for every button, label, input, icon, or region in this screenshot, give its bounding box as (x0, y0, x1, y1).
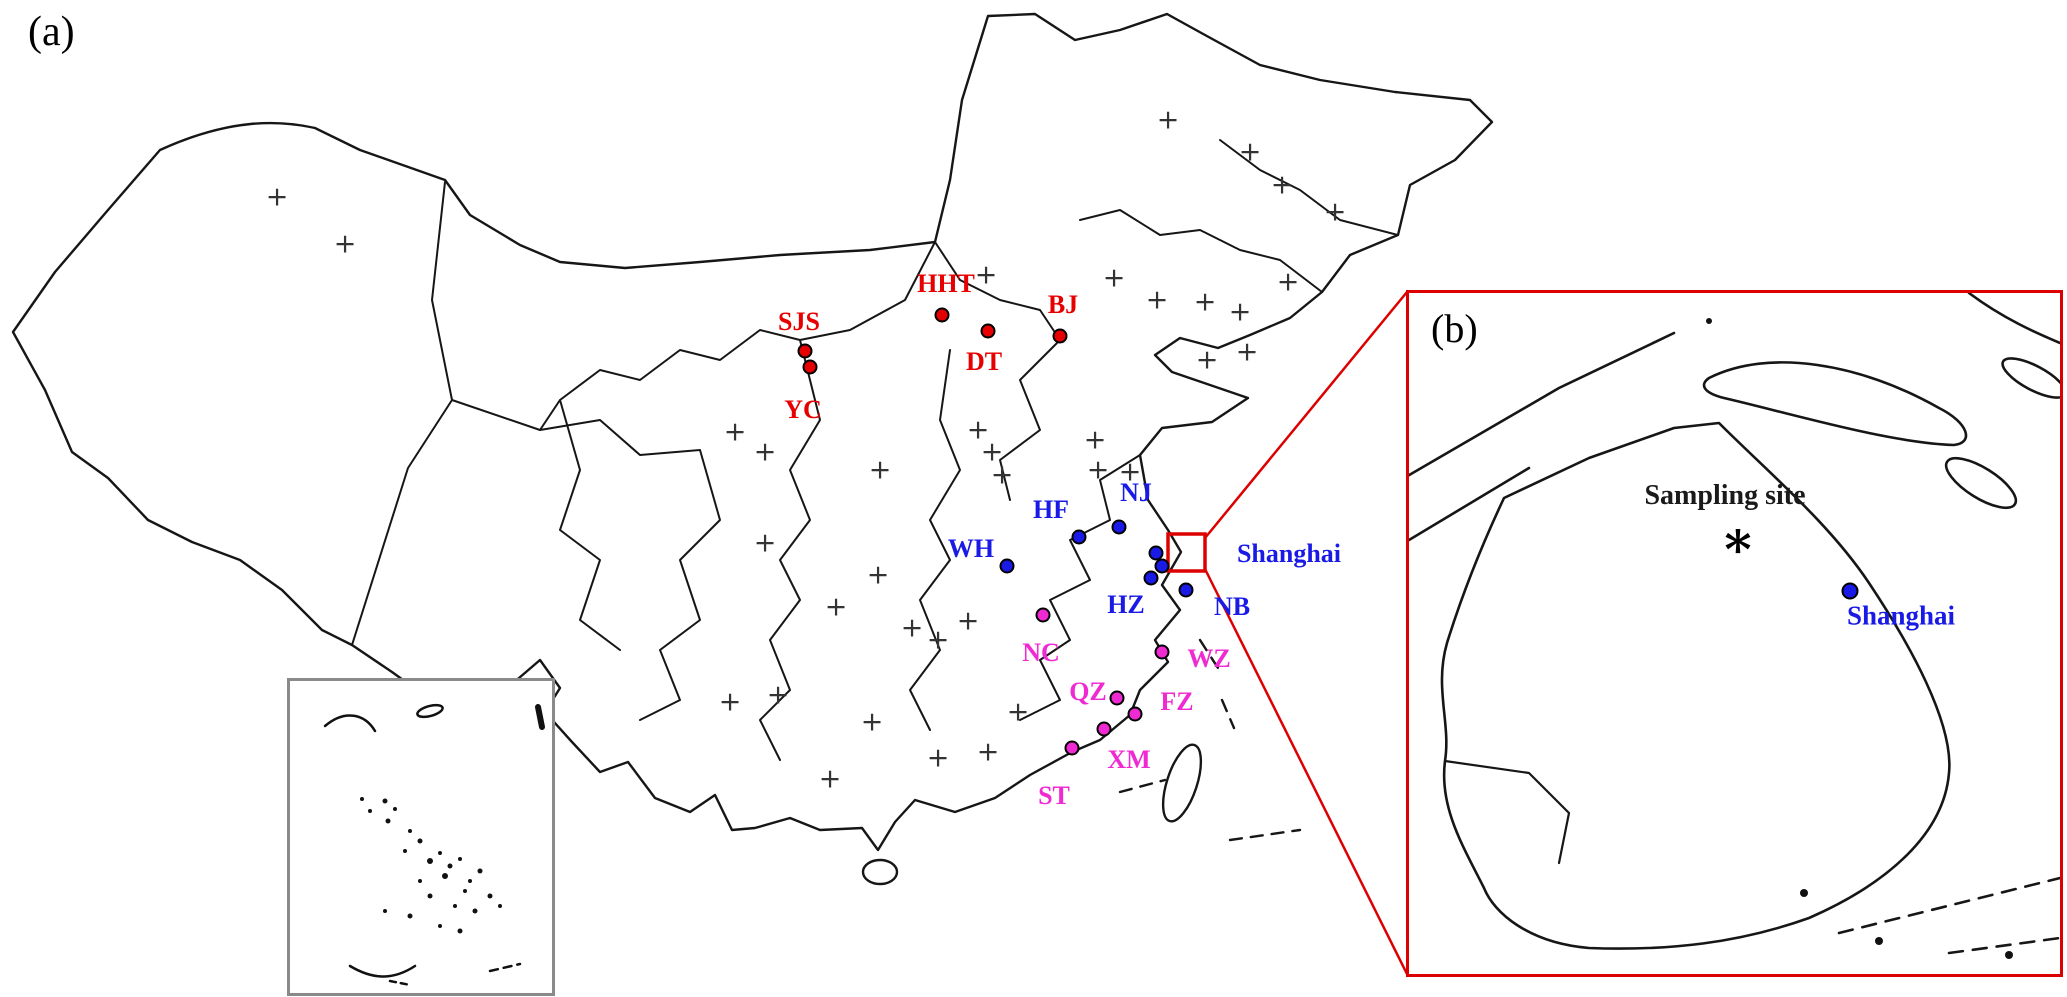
island-dots (360, 797, 502, 934)
coast-dashes (1118, 638, 1302, 842)
inset-shanghai-dot (1841, 582, 1859, 600)
shanghai-region-map (1409, 293, 2060, 959)
estuary-island-2 (1944, 456, 2018, 510)
south-china-sea-islands (323, 703, 545, 987)
province-borders (351, 139, 1399, 761)
inset-small-islets (1706, 318, 2013, 959)
china-outline (11, 12, 1494, 852)
shanghai-land-outline (1440, 421, 1951, 950)
south-china-sea-inset (287, 678, 555, 996)
panel-a-label: (a) (28, 9, 75, 55)
inset-panel-b: (b) Sampling site ∗ Shanghai (1406, 290, 2063, 977)
panel-b-label: (b) (1431, 306, 1478, 351)
sampling-site-marker: ∗ (1720, 512, 1756, 570)
taiwan-island (1161, 743, 1203, 823)
sampling-site-label: Sampling site (1644, 480, 1806, 511)
chongming-island (1702, 361, 1968, 447)
estuary-island-3 (2001, 357, 2060, 399)
hainan-island (861, 858, 899, 886)
inland-boundary (1443, 759, 1571, 865)
northeast-coast-line (1967, 293, 2060, 345)
inset-shanghai-label: Shanghai (1846, 600, 1956, 631)
yangtze-river-banks (1409, 331, 1676, 542)
south-coast-dashes (1837, 876, 2060, 955)
